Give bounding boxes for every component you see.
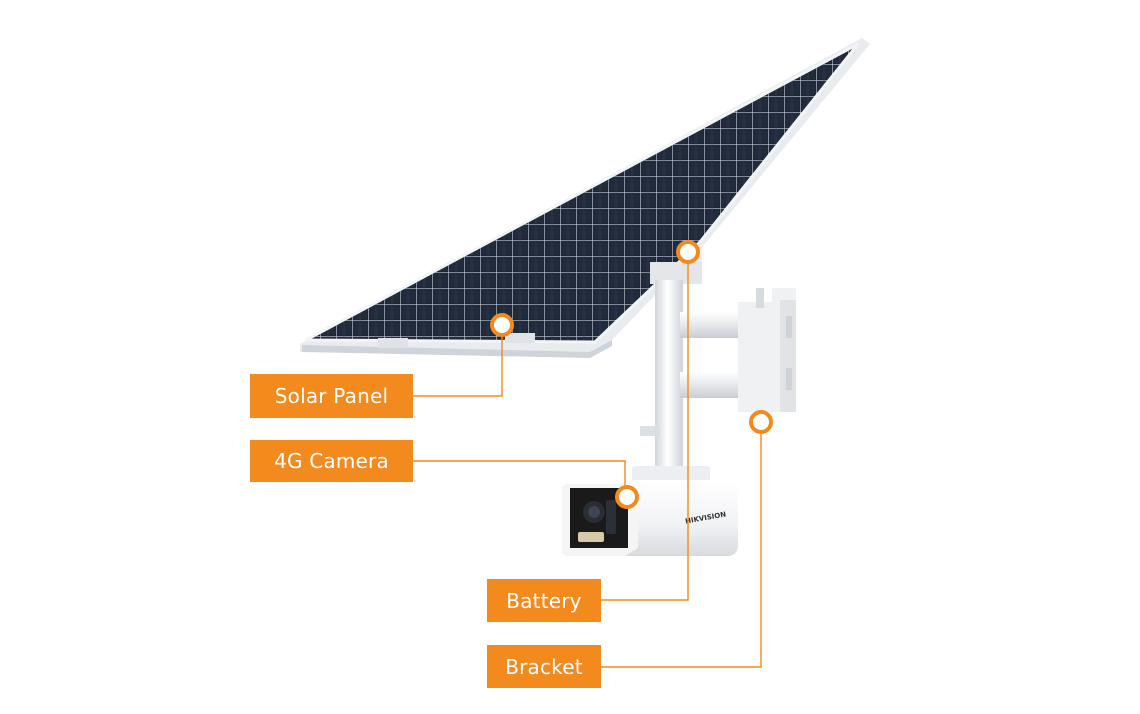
battery-label: Battery [487, 579, 601, 622]
bracket-marker [749, 410, 773, 434]
camera-label: 4G Camera [250, 440, 413, 482]
solar-panel-marker [490, 313, 514, 337]
camera-marker [615, 485, 639, 509]
camera: HIKVISION [562, 466, 738, 556]
battery-marker [676, 240, 700, 264]
bracket [640, 246, 796, 480]
bracket-connector [601, 422, 762, 668]
solar-panel-label: Solar Panel [250, 374, 413, 418]
solar-panel-connector [413, 327, 503, 397]
camera-connector [413, 460, 626, 496]
callout-markers [490, 240, 773, 509]
callout-lines [413, 252, 762, 668]
bracket-label: Bracket [487, 645, 601, 688]
battery-connector [601, 252, 689, 601]
solar-panel [300, 38, 870, 358]
